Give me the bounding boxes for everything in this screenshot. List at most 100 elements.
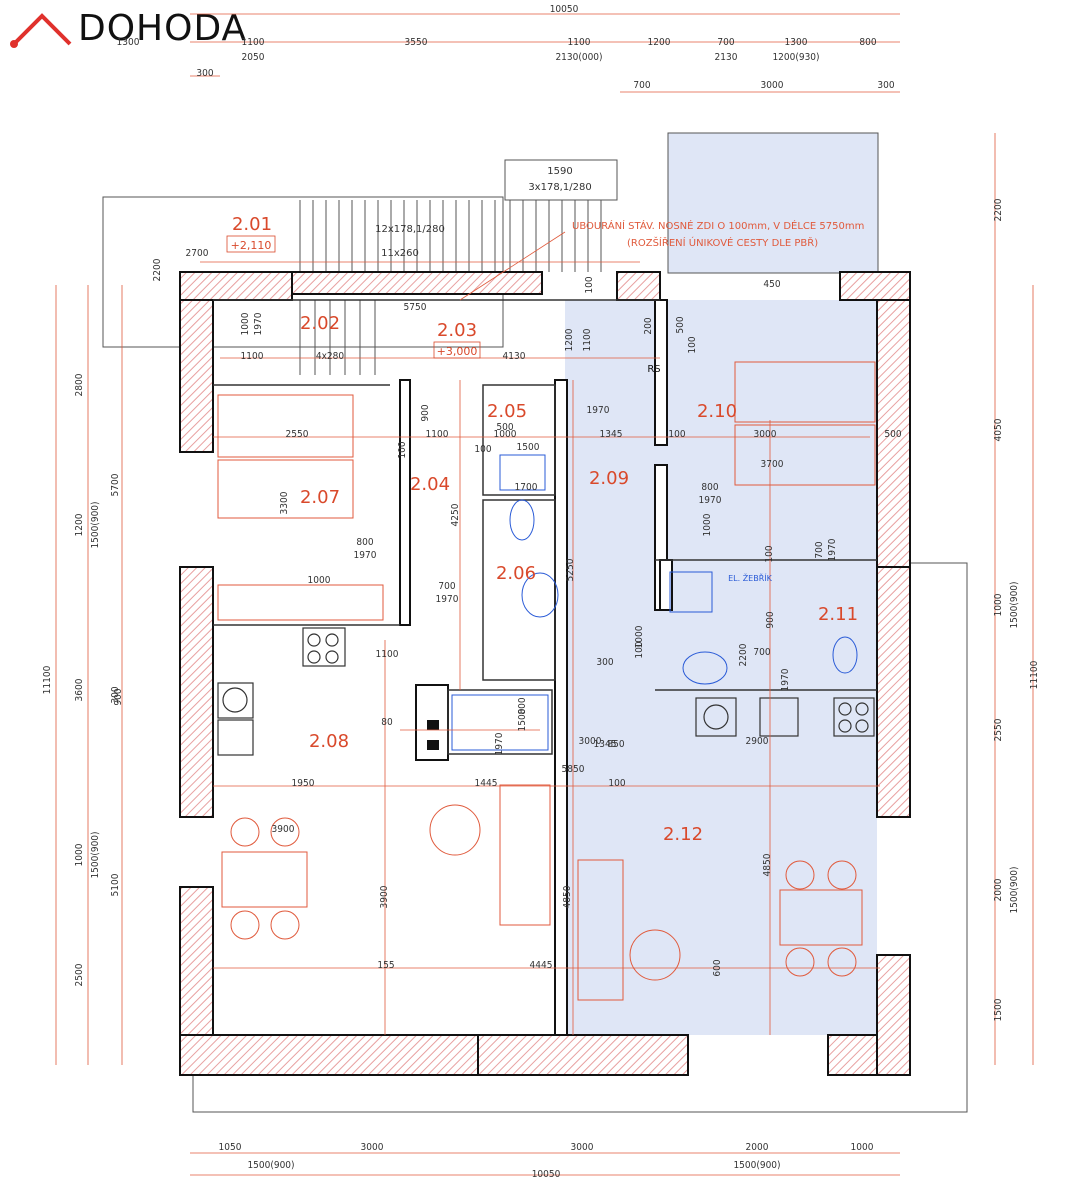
dim-label: 700 xyxy=(753,647,770,658)
outline xyxy=(102,132,968,1113)
dim-label: 900 xyxy=(765,611,776,628)
fixtures xyxy=(451,454,858,751)
appliances xyxy=(217,627,875,756)
dim-label: 2130(000) xyxy=(555,52,602,63)
dim-label: 1970 xyxy=(827,538,838,561)
dim-label: 3000 xyxy=(361,1142,384,1153)
dimension-lines xyxy=(55,13,1034,1176)
dim-label: 4445 xyxy=(530,960,553,971)
dim-label: 1000 xyxy=(494,429,517,440)
room-2-04: 2.04 xyxy=(410,474,450,495)
dim-label: 500 xyxy=(884,429,901,440)
dim-label: 3000 xyxy=(579,736,602,747)
dim-label: 1000 xyxy=(74,843,85,866)
highlight-area xyxy=(565,133,878,1035)
furniture xyxy=(217,361,876,1001)
furniture-seat xyxy=(785,947,815,977)
dim-label: 1050 xyxy=(219,1142,242,1153)
dim-label: 1100 xyxy=(568,37,591,48)
dim-label: 1970 xyxy=(699,495,722,506)
stair-top2: 3x178,1/280 xyxy=(528,182,591,193)
dim-label: 5700 xyxy=(110,473,121,496)
dim-label: 1950 xyxy=(292,778,315,789)
dim-label: 2130 xyxy=(715,52,738,63)
stairs xyxy=(299,200,602,375)
dim-label: 700 xyxy=(717,37,734,48)
dim-label: 1100 xyxy=(376,649,399,660)
outer-wall xyxy=(179,271,293,301)
shaft-icon xyxy=(427,720,439,730)
furniture-seat xyxy=(629,929,681,981)
furniture-piece xyxy=(217,584,384,621)
outer-wall xyxy=(179,566,214,818)
dim-label: 1200 xyxy=(564,328,575,351)
stair-top: 1590 xyxy=(547,166,572,177)
dim-label: 1100 xyxy=(582,328,593,351)
dim-label: 2050 xyxy=(242,52,265,63)
dim-label: 1300 xyxy=(785,37,808,48)
dim-label: 155 xyxy=(377,960,394,971)
dim-label: 1000 xyxy=(993,593,1004,616)
dim-label: 2000 xyxy=(993,878,1004,901)
dim-label: 800 xyxy=(517,697,528,714)
dim-label: 4850 xyxy=(762,853,773,876)
dim-label: 4050 xyxy=(993,418,1004,441)
dim-label: 3000 xyxy=(761,80,784,91)
dim-label: 5850 xyxy=(562,764,585,775)
dim-label: 800 xyxy=(701,482,718,493)
furniture-seat xyxy=(785,860,815,890)
dim-label: 800 xyxy=(356,537,373,548)
dim-label: 4x280 xyxy=(316,351,344,362)
dim-label: 1970 xyxy=(436,594,459,605)
dim-label: 2550 xyxy=(993,718,1004,741)
dim-label: 500 xyxy=(675,316,686,333)
dim-label: 100 xyxy=(668,429,685,440)
dim-label: 1500(900) xyxy=(1009,866,1020,913)
appliance xyxy=(759,697,799,737)
appliance xyxy=(302,627,346,667)
dim-label: 5250 xyxy=(565,558,576,581)
dim-label: 800 xyxy=(859,37,876,48)
outer-wall xyxy=(477,1034,689,1076)
outer-wall xyxy=(839,271,911,301)
dim-label: 3550 xyxy=(405,37,428,48)
dim-label: 5100 xyxy=(110,873,121,896)
roof-icon xyxy=(10,13,72,48)
furniture-piece xyxy=(734,424,876,486)
dim-label: 1500 xyxy=(993,998,1004,1021)
furniture-seat xyxy=(230,817,260,847)
dim-label: 2200 xyxy=(738,643,749,666)
sink-icon xyxy=(703,704,729,730)
dim-label: 1970 xyxy=(494,732,505,755)
dim-label: 700 xyxy=(633,80,650,91)
outer-wall xyxy=(876,954,911,1076)
inner-wall xyxy=(654,299,668,446)
rs-label: RS xyxy=(647,364,660,375)
dim-label: 4130 xyxy=(503,351,526,362)
inner-wall xyxy=(554,379,568,1036)
dim-label: 100 xyxy=(397,441,408,458)
dim-label: 2550 xyxy=(286,429,309,440)
room-2-11: 2.11 xyxy=(818,604,858,625)
note-line2: (ROZŠÍŘENÍ ÚNIKOVÉ CESTY DLE PBŘ) xyxy=(627,236,818,249)
dim-label: 1970 xyxy=(587,405,610,416)
room-2-02: 2.02 xyxy=(300,313,340,334)
dim-label: 1500(900) xyxy=(247,1160,294,1171)
dim-label: 900 xyxy=(113,688,124,705)
dim-label: 2200 xyxy=(152,258,163,281)
room-2-10: 2.10 xyxy=(697,401,737,422)
dim-label: 1100 xyxy=(426,429,449,440)
dim-label: 1100 xyxy=(242,37,265,48)
dim-label: 1100 xyxy=(241,351,264,362)
room-2-12: 2.12 xyxy=(663,824,703,845)
dim-label: 1500 xyxy=(517,708,528,731)
outer-wall xyxy=(876,566,911,818)
furniture-seat xyxy=(270,910,300,940)
outer-wall xyxy=(876,271,911,568)
outer-wall xyxy=(179,1034,481,1076)
dim-label: 3000 xyxy=(754,429,777,440)
dim-label: 4850 xyxy=(562,885,573,908)
notes: UBOURÁNÍ STÁV. NOSNÉ ZDI O 100mm, V DÉLC… xyxy=(375,166,864,583)
room-2-03-level: +3,000 xyxy=(437,345,478,358)
dim-label: 1700 xyxy=(515,482,538,493)
